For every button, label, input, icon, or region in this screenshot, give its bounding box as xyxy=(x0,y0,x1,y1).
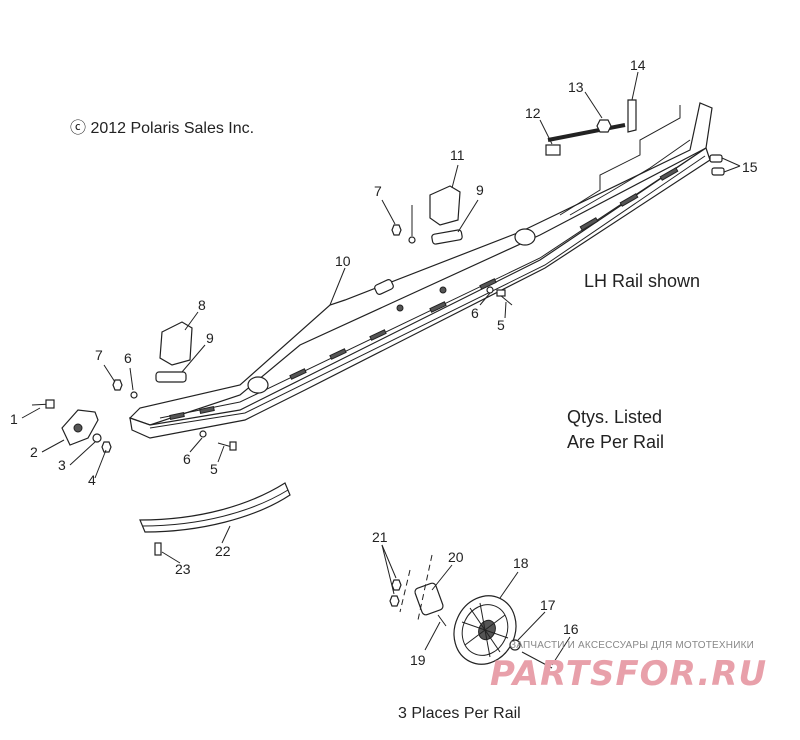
callout-19: 19 xyxy=(410,652,426,668)
callout-7b: 7 xyxy=(374,183,382,199)
pivot-bushing-front xyxy=(155,371,187,383)
idler-spacer xyxy=(414,582,444,616)
callout-5a: 5 xyxy=(497,317,505,333)
callout-2: 2 xyxy=(30,444,38,460)
callout-15: 15 xyxy=(742,159,758,175)
places-note: 3 Places Per Rail xyxy=(398,705,521,722)
callout-22: 22 xyxy=(215,543,231,559)
callout-23: 23 xyxy=(175,561,191,577)
slide-block-front xyxy=(159,321,193,366)
callout-1: 1 xyxy=(10,411,18,427)
leader-lines xyxy=(21,71,741,666)
callout-4: 4 xyxy=(88,472,96,488)
idler-washer xyxy=(509,639,521,651)
callout-9a: 9 xyxy=(206,330,214,346)
callout-6b: 6 xyxy=(183,451,191,467)
watermark-logo: PARTSFOR.RU xyxy=(490,654,768,694)
callout-13: 13 xyxy=(568,79,584,95)
slide-block-rear xyxy=(429,185,461,226)
cap-hole xyxy=(73,423,83,433)
callout-3: 3 xyxy=(58,457,66,473)
callout-12: 12 xyxy=(525,105,541,121)
callout-11: 11 xyxy=(450,147,465,163)
idler-bolt-short xyxy=(437,614,447,627)
qty-note-line1: Qtys. Listed xyxy=(567,407,663,427)
wear-strip-screw xyxy=(154,542,162,556)
idler-bolt xyxy=(521,651,553,669)
callout-17: 17 xyxy=(540,597,556,613)
copyright-text: ⓒ 2012 Polaris Sales Inc. xyxy=(70,120,255,137)
callout-18: 18 xyxy=(513,555,529,571)
callout-20: 20 xyxy=(448,549,464,565)
front-hardware xyxy=(31,379,237,453)
callout-14: 14 xyxy=(630,57,646,73)
callout-8: 8 xyxy=(198,297,206,313)
callout-9b: 9 xyxy=(476,182,484,198)
idler-wheel xyxy=(453,595,517,665)
callout-21: 21 xyxy=(372,529,388,545)
callout-6c: 6 xyxy=(471,305,479,321)
callout-labels: 1 2 3 4 5 5 6 6 6 7 7 8 9 9 10 11 12 13 … xyxy=(10,57,758,668)
rail-side-note: LH Rail shown xyxy=(584,271,701,291)
callout-5b: 5 xyxy=(210,461,218,477)
callout-6a: 6 xyxy=(124,350,132,366)
watermark-tagline: ЗАПЧАСТИ И АКСЕССУАРЫ ДЛЯ МОТОТЕХНИКИ xyxy=(510,640,755,651)
callout-16: 16 xyxy=(563,621,579,637)
pivot-bushing-rear xyxy=(431,229,463,245)
wear-strip xyxy=(139,482,291,533)
rail-assembly xyxy=(128,102,713,439)
callout-7a: 7 xyxy=(95,347,103,363)
callout-10: 10 xyxy=(335,253,351,269)
qty-note-line2: Are Per Rail xyxy=(567,432,665,452)
